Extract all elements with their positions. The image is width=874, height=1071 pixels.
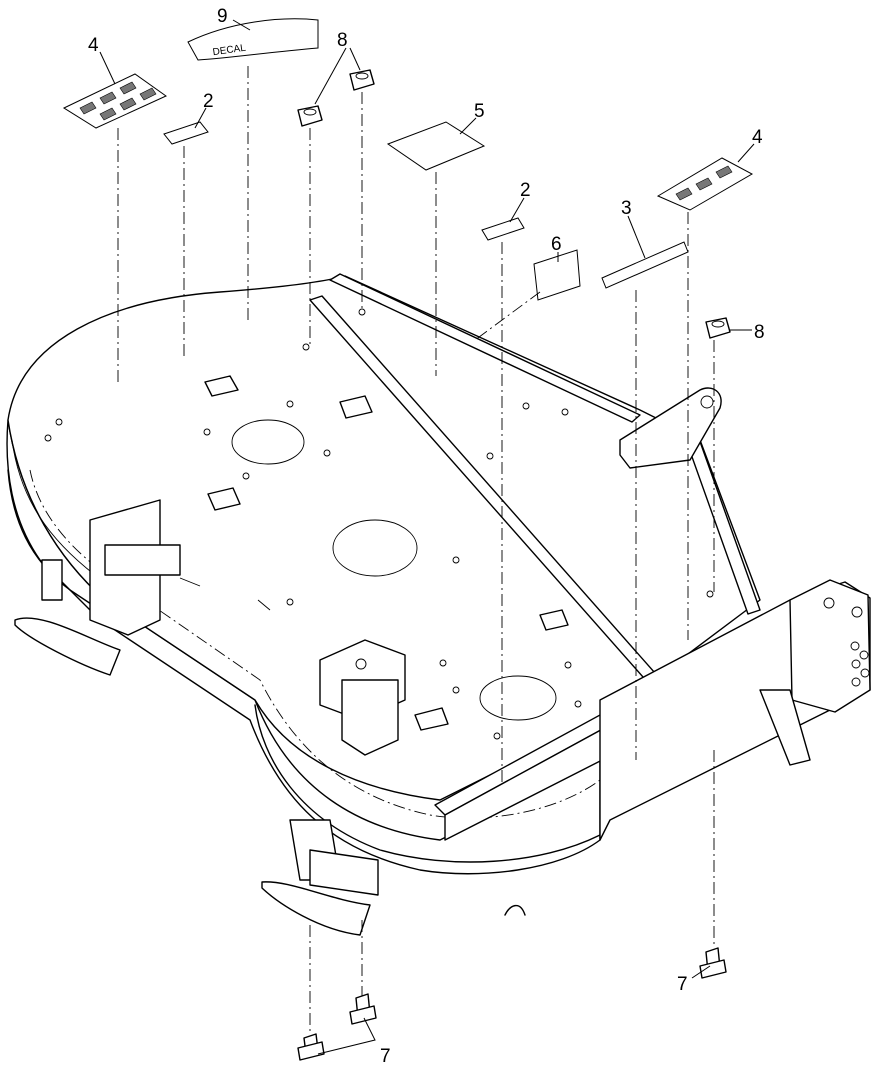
svg-text:DECAL: DECAL — [212, 43, 247, 59]
callout-label: 8 — [337, 30, 348, 51]
deck-skids — [14, 499, 526, 936]
callout-label: 8 — [754, 322, 765, 343]
callout-labels: 9 8 4 2 5 2 3 4 6 8 7 7 — [88, 6, 765, 1067]
callout-label: 9 — [217, 6, 228, 27]
decal-parts: DECAL — [62, 18, 754, 301]
deck-top-features — [44, 308, 714, 756]
callout-label: 6 — [551, 234, 562, 255]
deck-frame-tubes — [309, 273, 871, 841]
assembly-centerlines — [117, 66, 715, 1034]
callout-label: 3 — [621, 198, 632, 219]
callout-label: 2 — [203, 91, 214, 112]
callout-label: 4 — [88, 35, 99, 56]
callout-label: 5 — [474, 101, 485, 122]
callout-label: 2 — [520, 180, 531, 201]
callout-label: 7 — [677, 974, 688, 995]
callout-leaders — [99, 19, 755, 1055]
hardware-parts — [297, 69, 731, 1061]
callout-label: 4 — [752, 127, 763, 148]
callout-label: 7 — [380, 1046, 391, 1067]
